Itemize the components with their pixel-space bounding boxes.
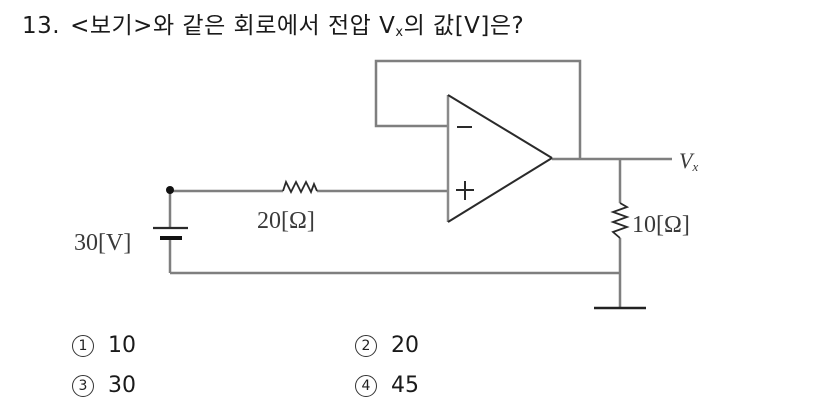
opamp [446, 94, 553, 223]
question-number: 13. [22, 13, 61, 39]
choice-value: 30 [108, 373, 136, 398]
source-label: 30[V] [74, 230, 131, 256]
battery-icon [153, 226, 188, 240]
choice-value: 45 [391, 373, 419, 398]
node-dot [166, 186, 174, 194]
question-subscript: x [395, 25, 404, 40]
choice-4[interactable]: 4 45 [355, 373, 419, 398]
choice-marker: 4 [355, 374, 377, 397]
choice-1[interactable]: 1 10 [72, 333, 136, 358]
choice-value: 10 [108, 333, 136, 358]
feedback-wire [374, 59, 582, 159]
series-resistor-label: 20[Ω] [257, 208, 315, 234]
choice-value: 20 [391, 333, 419, 358]
choice-3[interactable]: 3 30 [72, 373, 136, 398]
load-resistor-label: 10[Ω] [632, 212, 690, 238]
load-resistor-icon [610, 202, 630, 239]
output-label: Vx [679, 148, 698, 174]
choice-marker: 1 [72, 334, 94, 357]
question-text-before: <보기>와 같은 회로에서 전압 V [70, 13, 396, 39]
choice-2[interactable]: 2 20 [355, 333, 419, 358]
choice-marker: 3 [72, 374, 94, 397]
question-text-after: 의 값[V]은? [403, 13, 525, 39]
question-text: 13. <보기>와 같은 회로에서 전압 Vx의 값[V]은? [22, 6, 524, 40]
choice-marker: 2 [355, 334, 377, 357]
wires [168, 59, 672, 308]
series-resistor-icon [282, 179, 318, 195]
